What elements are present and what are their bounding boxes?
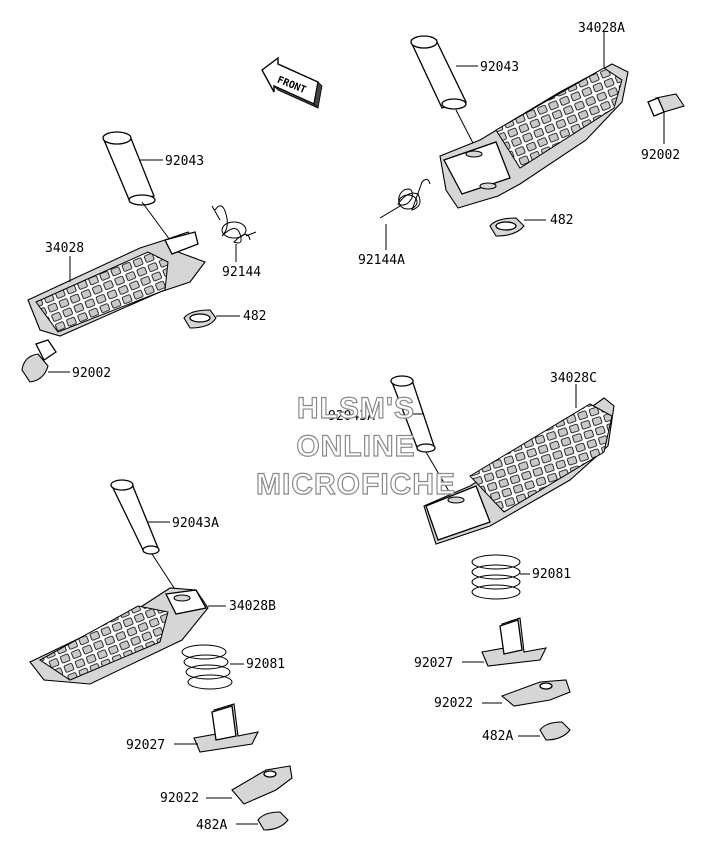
bl-plate-label: 92022 (160, 791, 199, 806)
tr-bolt-label: 92002 (641, 148, 680, 163)
bl-bracket-icon (193, 703, 259, 753)
br-bracket-icon (481, 617, 547, 667)
br-spring-icon (471, 554, 521, 600)
tl-footpeg-icon (27, 231, 206, 337)
br-pin-label: 92043A (328, 409, 375, 424)
tr-rubber-label: 482 (550, 213, 573, 228)
tl-pin-label: 92043 (165, 154, 204, 169)
tr-footpeg-label: 34028A (578, 21, 625, 36)
tr-pin-label: 92043 (480, 60, 519, 75)
tr-spring-icon (379, 178, 431, 219)
tr-spring-label: 92144A (358, 253, 405, 268)
br-bracket-label: 92027 (414, 656, 453, 671)
group-top-right: 92043 34028A 92002 92144A (358, 21, 685, 268)
watermark: HLSM'S ONLINE MICROFICHE (255, 391, 456, 501)
watermark-line1: HLSM'S (297, 392, 415, 425)
br-plate-icon (500, 679, 571, 707)
tl-spring-icon (211, 205, 257, 244)
bl-spring-icon (181, 644, 233, 690)
tl-bolt-label: 92002 (72, 366, 111, 381)
bl-bracket-label: 92027 (126, 738, 165, 753)
tr-rubber-icon (489, 217, 525, 237)
tr-footpeg-icon (439, 63, 629, 209)
tl-footpeg-label: 34028 (45, 241, 84, 256)
group-bottom-right: 92043A 34028C 92081 92027 (328, 371, 615, 744)
bl-footpeg-icon (29, 587, 209, 685)
br-rubber-icon (539, 721, 571, 741)
tl-pin-icon (102, 131, 156, 206)
br-pin-icon (390, 375, 436, 453)
tr-bolt-icon (647, 93, 685, 117)
watermark-line3: MICROFICHE (256, 468, 456, 501)
group-top-left: 92043 92144 34028 482 92002 (21, 131, 266, 383)
tl-rubber-label: 482 (243, 309, 266, 324)
bl-plate-icon (231, 765, 293, 805)
tl-bolt-icon (21, 339, 57, 383)
bl-pin-label: 92043A (172, 516, 219, 531)
tr-pin-icon (410, 35, 467, 110)
br-plate-label: 92022 (434, 696, 473, 711)
bl-spring-label: 92081 (246, 657, 285, 672)
tl-rubber-icon (183, 309, 217, 329)
tl-spring-label: 92144 (222, 265, 261, 280)
front-arrow-icon: FRONT (261, 56, 323, 109)
watermark-line2: ONLINE (296, 430, 415, 463)
bl-pin-icon (110, 479, 160, 555)
bl-footpeg-label: 34028B (229, 599, 276, 614)
group-bottom-left: 92043A 34028B 92081 92027 (29, 479, 293, 833)
br-footpeg-label: 34028C (550, 371, 597, 386)
bl-rubber-icon (257, 811, 289, 831)
bl-rubber-label: 482A (196, 818, 227, 833)
br-rubber-label: 482A (482, 729, 513, 744)
br-footpeg-icon (423, 397, 615, 545)
br-spring-label: 92081 (532, 567, 571, 582)
